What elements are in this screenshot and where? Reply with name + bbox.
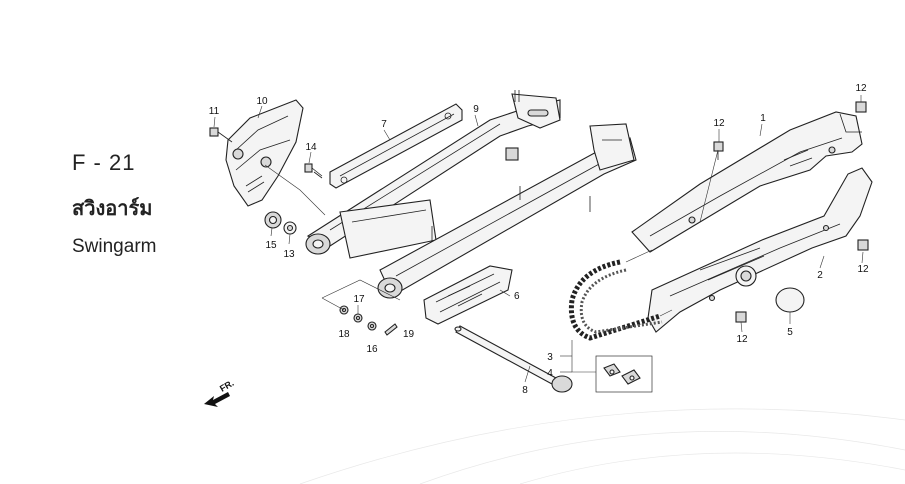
bolt-11 <box>209 127 233 143</box>
callout-8: 8 <box>522 385 528 396</box>
front-label: FR. <box>218 378 236 394</box>
pin-19 <box>384 323 398 336</box>
callout-10: 10 <box>256 96 268 107</box>
bolt-12-top-right <box>855 101 867 113</box>
callout-15: 15 <box>265 240 277 251</box>
leader-lines <box>213 95 864 383</box>
callout-19: 19 <box>403 329 415 340</box>
callout-bracket-3-4 <box>560 340 596 373</box>
bolt-12-top <box>713 141 724 160</box>
bolt-14 <box>304 163 323 179</box>
callout-11: 11 <box>209 106 220 117</box>
bolt-12-right <box>857 239 869 251</box>
front-direction-arrow: FR. <box>204 378 236 407</box>
chain-guide-plate <box>225 99 304 207</box>
chain-slider-upper <box>329 103 463 189</box>
bolt-12-bottom <box>735 311 747 323</box>
title-english: Swingarm <box>72 236 157 257</box>
background-lines <box>299 408 905 484</box>
callout-12-bottom: 12 <box>736 334 748 345</box>
callout-3: 3 <box>547 352 553 363</box>
callout-14: 14 <box>305 142 317 153</box>
callout-17: 17 <box>353 294 365 305</box>
callout-labels: 10 11 14 15 13 7 9 6 17 18 16 19 8 3 4 1… <box>209 83 869 396</box>
callout-2: 2 <box>817 270 823 281</box>
callout-12-right: 12 <box>857 264 869 275</box>
pivot-bolt <box>454 325 573 393</box>
callout-12-top-right: 12 <box>855 83 867 94</box>
callout-9: 9 <box>473 104 479 115</box>
callout-12-top: 12 <box>713 118 725 129</box>
chain-case-lower <box>647 167 873 333</box>
chain-slider-lower <box>423 265 513 325</box>
callout-7: 7 <box>381 119 387 130</box>
master-link-box <box>595 355 653 393</box>
callout-5: 5 <box>787 327 793 338</box>
callout-13: 13 <box>283 249 295 260</box>
swingarm-frame <box>305 90 637 299</box>
nut-16 <box>367 321 377 331</box>
callout-4: 4 <box>547 368 553 379</box>
callout-16: 16 <box>366 344 378 355</box>
drive-chain <box>568 249 673 341</box>
nut-17 <box>353 313 363 323</box>
callout-18: 18 <box>338 329 350 340</box>
callout-6: 6 <box>514 291 520 302</box>
figure-code: F - 21 <box>72 150 136 175</box>
title-thai: สวิงอาร์ม <box>72 196 153 220</box>
callout-1: 1 <box>760 113 766 124</box>
collar-and-washer <box>264 211 297 235</box>
inspection-cap <box>775 287 805 313</box>
title-block: F - 21 สวิงอาร์ม Swingarm <box>72 150 156 258</box>
